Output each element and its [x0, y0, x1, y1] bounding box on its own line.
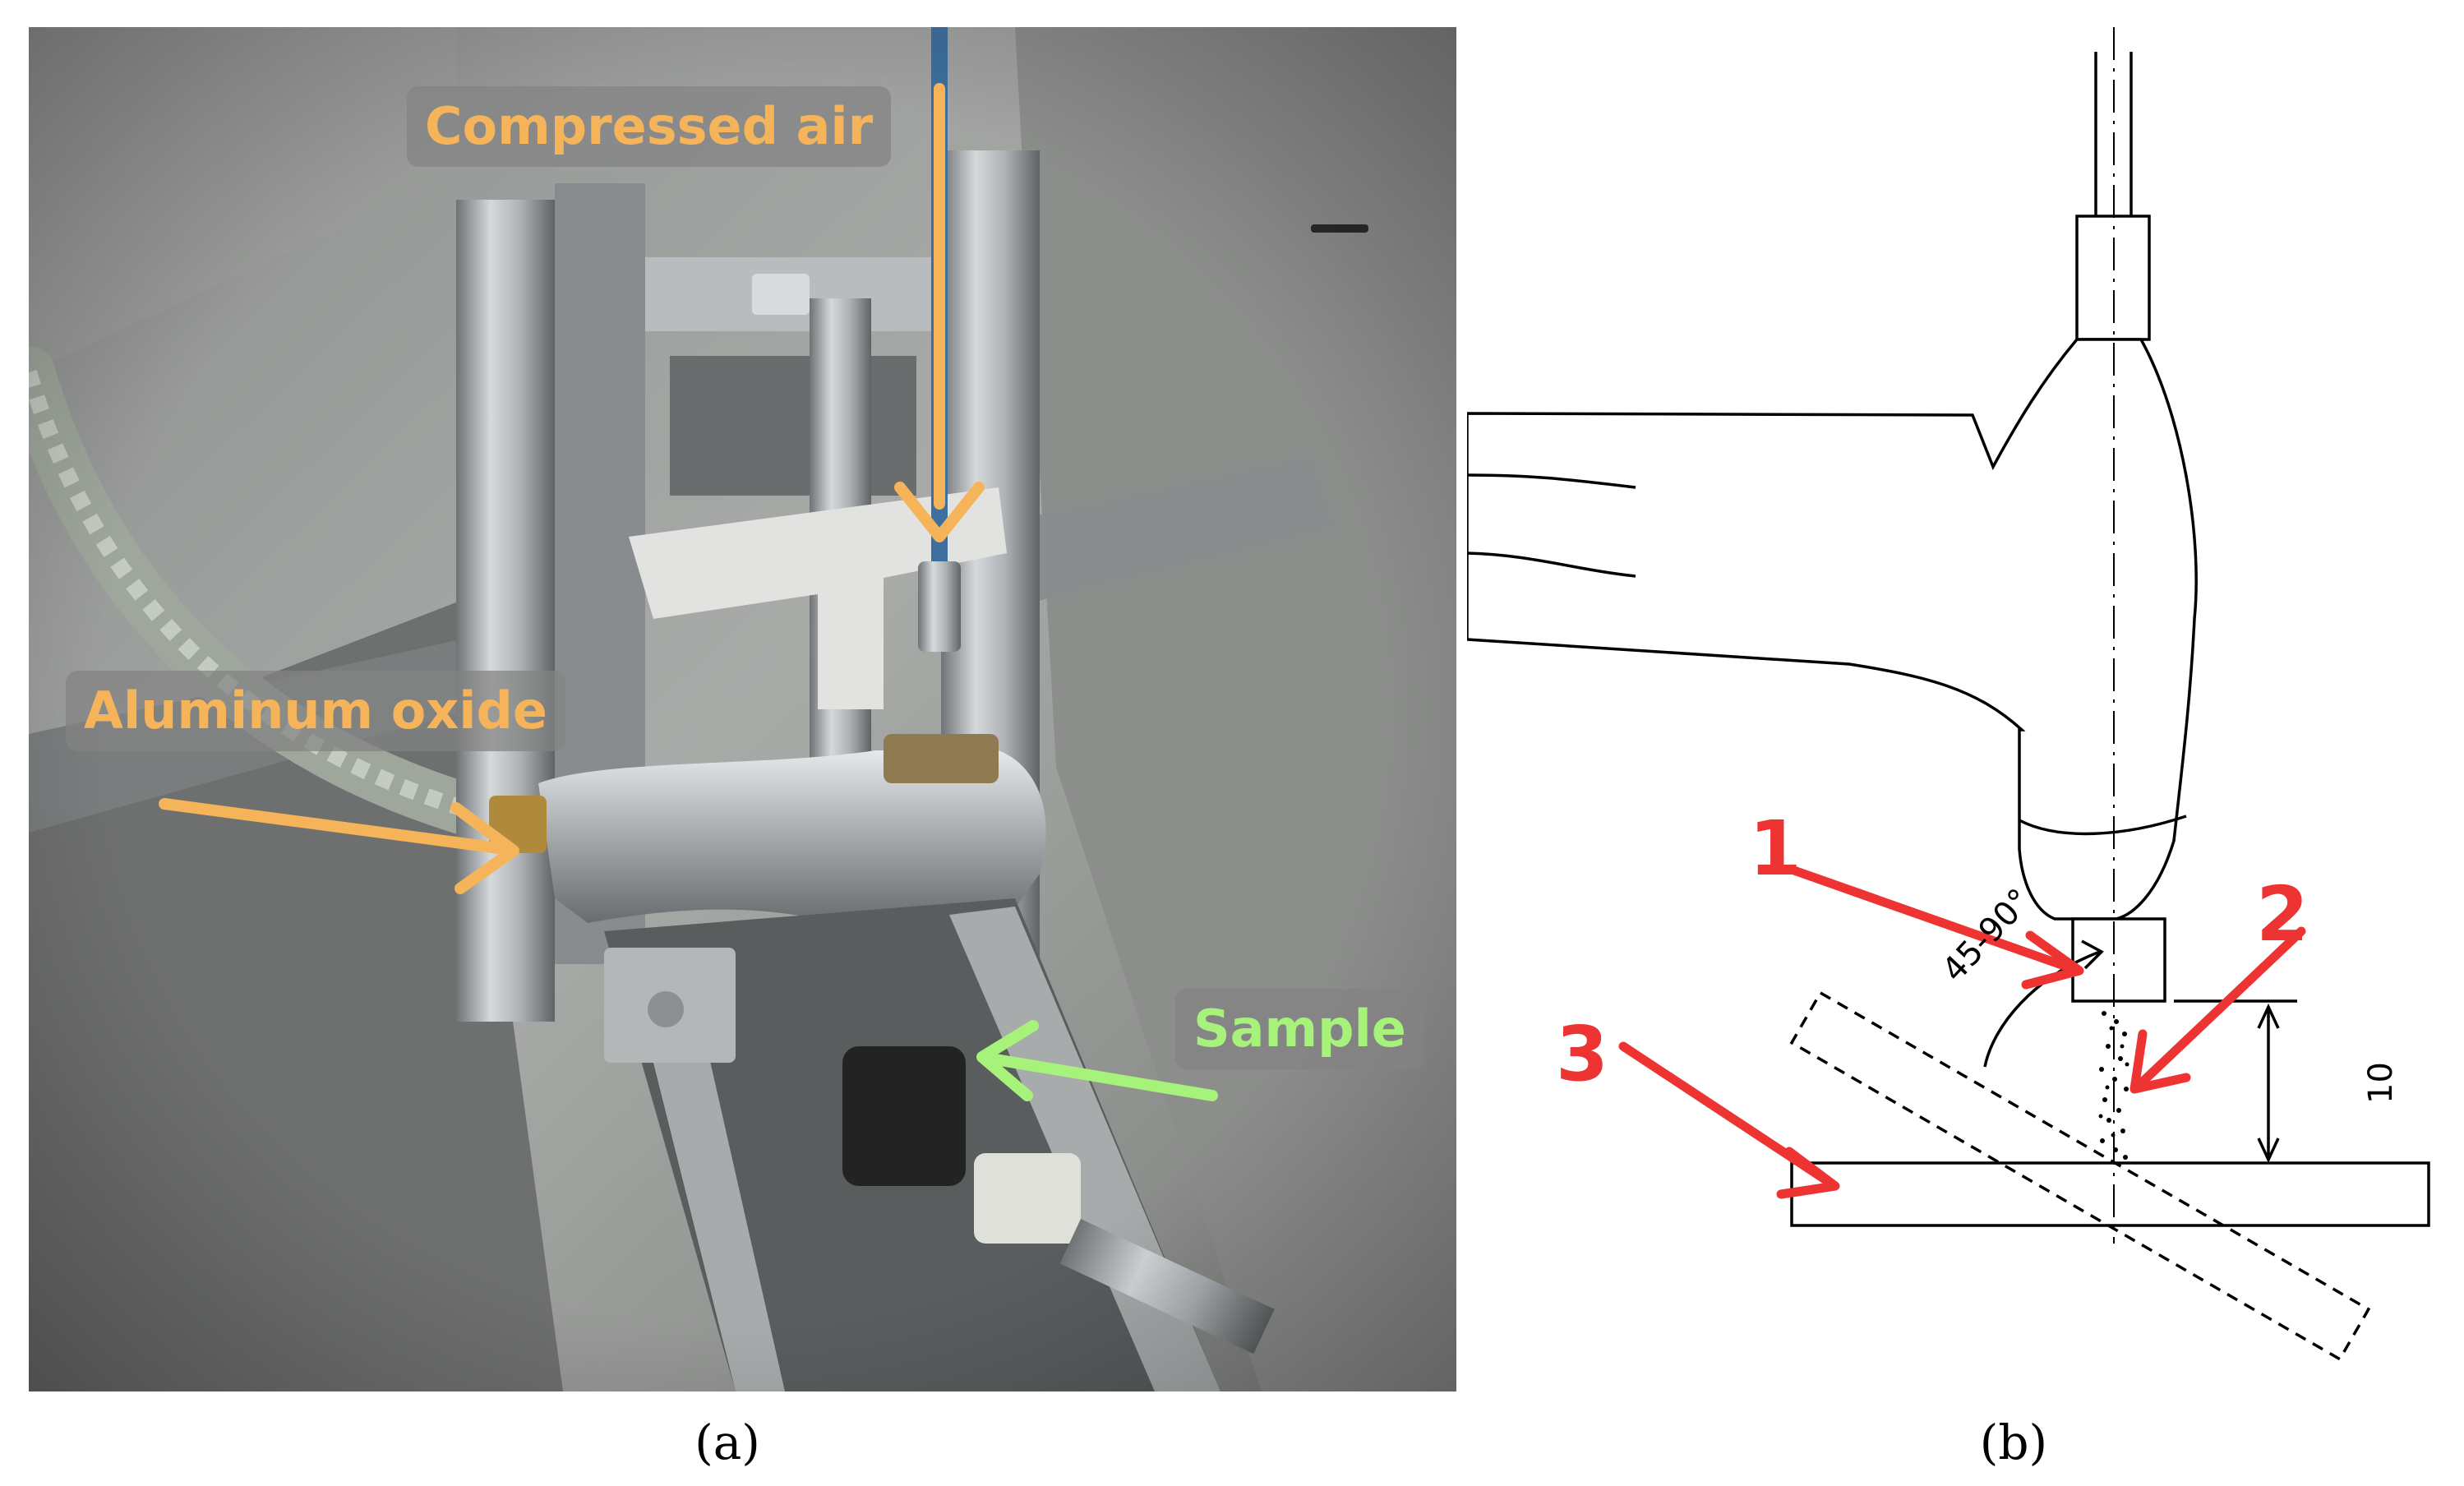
- label-number-1: 1: [1749, 805, 1802, 893]
- compressed-air-arrow-head: [894, 482, 985, 542]
- label-number-3: 3: [1556, 1010, 1609, 1098]
- caption-b: (b): [1979, 1414, 2048, 1470]
- tilted-plate-dashed: [1789, 990, 2371, 1362]
- hose-lower-line: [1467, 551, 1636, 578]
- abrasive-stream: [2098, 1011, 2129, 1160]
- red-arrow-2-head: [2129, 1029, 2191, 1094]
- sample-label: Sample: [1175, 989, 1424, 1069]
- compressed-air-label: Compressed air: [407, 86, 892, 167]
- angle-arc: [1983, 950, 2101, 1068]
- angle-arc-head: [2081, 939, 2104, 970]
- red-arrow-1-head: [2021, 930, 2084, 990]
- body-band-curve: [2019, 815, 2187, 836]
- schematic-panel: 1 2 3 45-90° 10: [1467, 27, 2464, 1391]
- aluminum-oxide-label: Aluminum oxide: [66, 671, 565, 751]
- photo-panel: Compressed air Aluminum oxide Sample: [29, 27, 1456, 1391]
- distance-dimension-label: 10: [2362, 1062, 2400, 1104]
- sample-arrow-shaft: [985, 1053, 1218, 1101]
- dim-arrow-top: [2257, 1003, 2280, 1029]
- workpiece-plate: [1790, 1161, 2430, 1227]
- caption-a: (a): [694, 1414, 760, 1470]
- dim-arrow-bottom: [2257, 1138, 2280, 1164]
- aluminum-oxide-arrow-head: [450, 802, 519, 894]
- red-arrow-3-head: [1776, 1147, 1840, 1199]
- label-number-2: 2: [2256, 870, 2309, 958]
- sample-arrow-head: [976, 1020, 1039, 1101]
- gun-body-outline: [1467, 338, 2198, 921]
- aluminum-oxide-arrow-shaft: [159, 798, 511, 855]
- nozzle-tip: [2071, 917, 2166, 1003]
- hose-upper-line: [1467, 473, 1636, 489]
- red-arrow-1: [1787, 865, 2076, 973]
- nozzle-schematic: [1467, 27, 2430, 1362]
- red-arrow-2: [2136, 926, 2306, 1088]
